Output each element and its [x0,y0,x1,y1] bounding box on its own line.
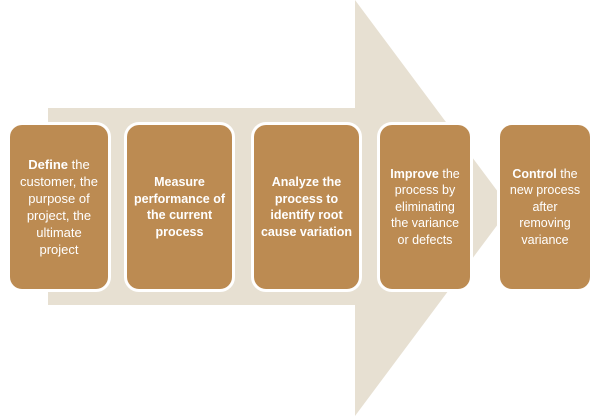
stage-control-body: the new process after removing variance [509,166,581,247]
stage-define-body: the customer, the purpose of project, th… [19,156,99,258]
stage-measure-text: Measure performance of the current proce… [133,174,226,240]
stage-measure-lead: Measure [154,175,205,189]
stage-box-control[interactable]: Control the new process after removing v… [497,122,593,292]
stage-improve-text: Improve the process by eliminating the v… [386,166,464,249]
stage-analyze-lead: Analyze the process to identify root cau… [260,175,352,239]
stage-box-define[interactable]: Define the customer, the purpose of proj… [7,122,111,292]
stage-box-measure[interactable]: Measure performance of the current proce… [124,122,235,292]
stage-improve-lead: Improve [390,166,439,181]
stage-measure-body: performance of the current process [134,191,225,239]
stage-control-text: Control the new process after removing v… [506,166,584,249]
stage-define-text: Define the customer, the purpose of proj… [16,156,102,259]
stage-box-row: Define the customer, the purpose of proj… [0,122,605,292]
stage-define-lead: Define [28,156,69,172]
stage-box-analyze[interactable]: Analyze the process to identify root cau… [251,122,362,292]
stage-control-lead: Control [512,166,557,181]
stage-analyze-text: Analyze the process to identify root cau… [260,174,353,240]
stage-improve-body: the process by eliminating the variance … [390,166,460,247]
stage-box-improve[interactable]: Improve the process by eliminating the v… [377,122,473,292]
